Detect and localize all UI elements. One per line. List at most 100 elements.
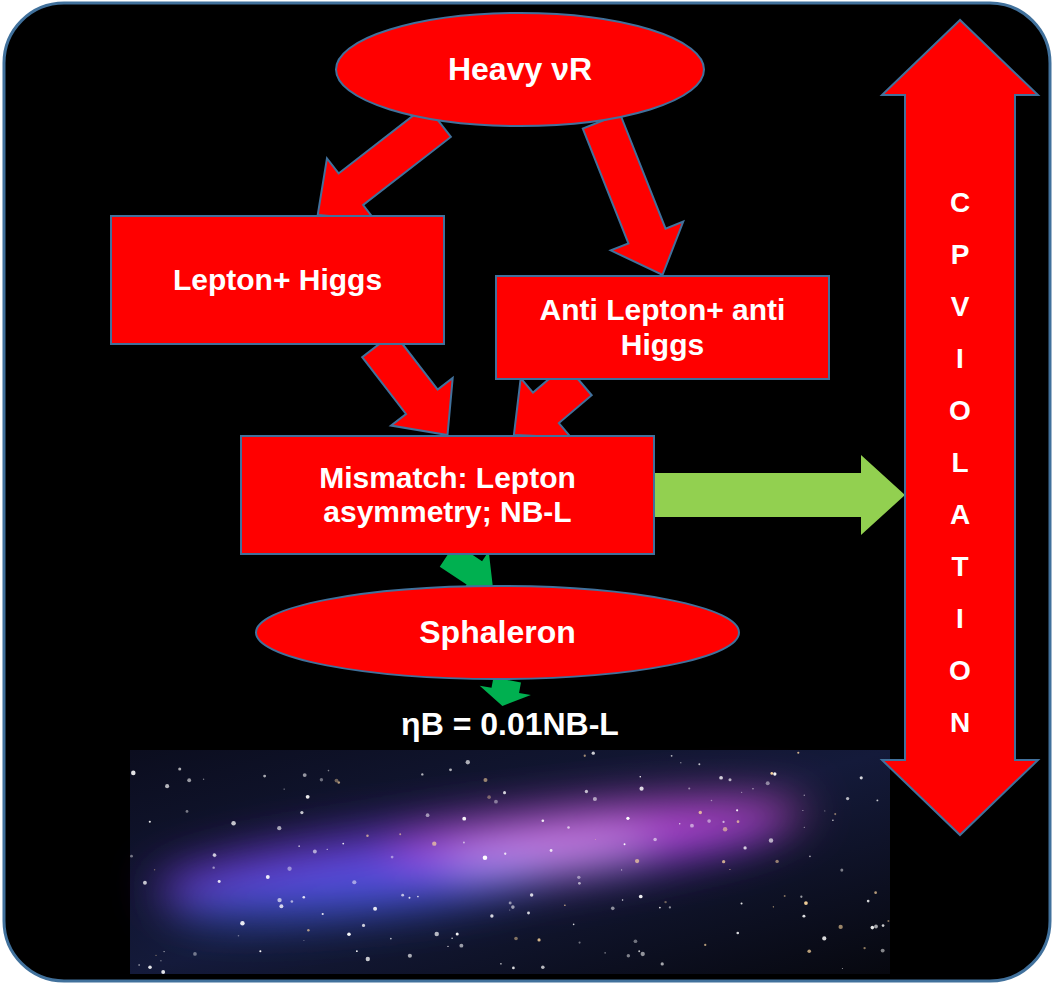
star bbox=[680, 762, 681, 763]
star bbox=[490, 914, 493, 917]
star bbox=[752, 788, 754, 790]
glow-cloud bbox=[440, 829, 654, 878]
star bbox=[266, 875, 270, 879]
star bbox=[462, 817, 466, 821]
star bbox=[483, 855, 488, 860]
star bbox=[277, 826, 281, 830]
star bbox=[342, 843, 344, 845]
star bbox=[366, 834, 369, 837]
text-holder: Anti Lepton+ anti Higgs bbox=[497, 277, 828, 378]
star bbox=[860, 776, 863, 779]
star bbox=[641, 952, 645, 956]
star bbox=[722, 860, 725, 863]
ellipse-outline bbox=[336, 13, 704, 126]
text-holder: CPVIOLATION bbox=[905, 20, 1015, 835]
star bbox=[664, 901, 666, 903]
star bbox=[541, 819, 544, 822]
star bbox=[773, 906, 774, 907]
star bbox=[627, 954, 630, 957]
flow-arrow bbox=[318, 105, 451, 220]
star bbox=[284, 789, 285, 790]
star bbox=[624, 843, 626, 845]
star bbox=[887, 920, 889, 922]
star bbox=[804, 827, 805, 828]
star bbox=[659, 907, 661, 909]
star bbox=[148, 965, 152, 969]
star bbox=[291, 900, 294, 903]
star bbox=[698, 763, 700, 765]
star bbox=[846, 797, 849, 800]
star bbox=[356, 950, 358, 952]
star bbox=[303, 773, 307, 777]
star bbox=[509, 901, 512, 904]
star bbox=[143, 881, 147, 885]
star bbox=[263, 775, 266, 778]
star bbox=[138, 964, 139, 965]
star bbox=[773, 772, 776, 775]
star bbox=[503, 791, 506, 794]
star bbox=[401, 894, 404, 897]
star bbox=[277, 898, 281, 902]
star bbox=[306, 795, 310, 799]
star bbox=[238, 935, 240, 937]
star bbox=[303, 940, 304, 941]
star bbox=[399, 833, 401, 835]
star bbox=[449, 768, 452, 771]
star bbox=[487, 795, 491, 799]
star bbox=[737, 820, 740, 823]
star bbox=[876, 799, 878, 801]
star bbox=[231, 821, 236, 826]
node-label: Anti Lepton+ anti Higgs bbox=[533, 293, 793, 362]
star bbox=[809, 855, 811, 857]
process-box: Lepton+ Higgs bbox=[110, 215, 445, 345]
star bbox=[699, 811, 702, 814]
star bbox=[704, 944, 706, 946]
star bbox=[130, 855, 133, 858]
star bbox=[573, 924, 575, 926]
star bbox=[451, 937, 452, 938]
star bbox=[834, 813, 836, 815]
star bbox=[160, 960, 162, 962]
star bbox=[163, 951, 164, 952]
star bbox=[822, 936, 826, 940]
star bbox=[723, 827, 727, 831]
star bbox=[362, 924, 365, 927]
star bbox=[550, 849, 553, 852]
star bbox=[417, 896, 419, 898]
star bbox=[408, 954, 412, 958]
vertical-label: CPVIOLATION bbox=[949, 177, 971, 749]
galaxy-image bbox=[130, 750, 890, 974]
node-label: Heavy νR bbox=[448, 51, 592, 88]
star bbox=[743, 846, 746, 849]
star bbox=[769, 838, 773, 842]
star bbox=[149, 821, 151, 823]
star bbox=[313, 850, 317, 854]
star bbox=[770, 772, 773, 775]
star bbox=[736, 809, 738, 811]
flow-arrow bbox=[362, 333, 453, 435]
star bbox=[639, 787, 643, 791]
star bbox=[741, 792, 742, 793]
star bbox=[604, 952, 606, 954]
star bbox=[347, 932, 351, 936]
star bbox=[463, 841, 465, 843]
cp-violation-arrow: CPVIOLATION bbox=[905, 20, 1015, 835]
star bbox=[577, 876, 580, 879]
star bbox=[639, 776, 641, 778]
star bbox=[838, 925, 842, 929]
star bbox=[728, 778, 731, 781]
star bbox=[882, 924, 885, 927]
star bbox=[719, 776, 723, 780]
star-field bbox=[130, 752, 889, 974]
star bbox=[595, 839, 596, 840]
node-label: Sphaleron bbox=[419, 614, 575, 651]
star bbox=[679, 823, 680, 824]
star bbox=[690, 824, 694, 828]
process-ellipse: Sphaleron bbox=[255, 585, 740, 680]
node-label: Mismatch: Lepton asymmetry; NB-L bbox=[275, 461, 620, 530]
star bbox=[863, 947, 865, 949]
star bbox=[259, 950, 261, 952]
star bbox=[456, 933, 459, 936]
star bbox=[867, 900, 870, 903]
star bbox=[592, 752, 595, 755]
